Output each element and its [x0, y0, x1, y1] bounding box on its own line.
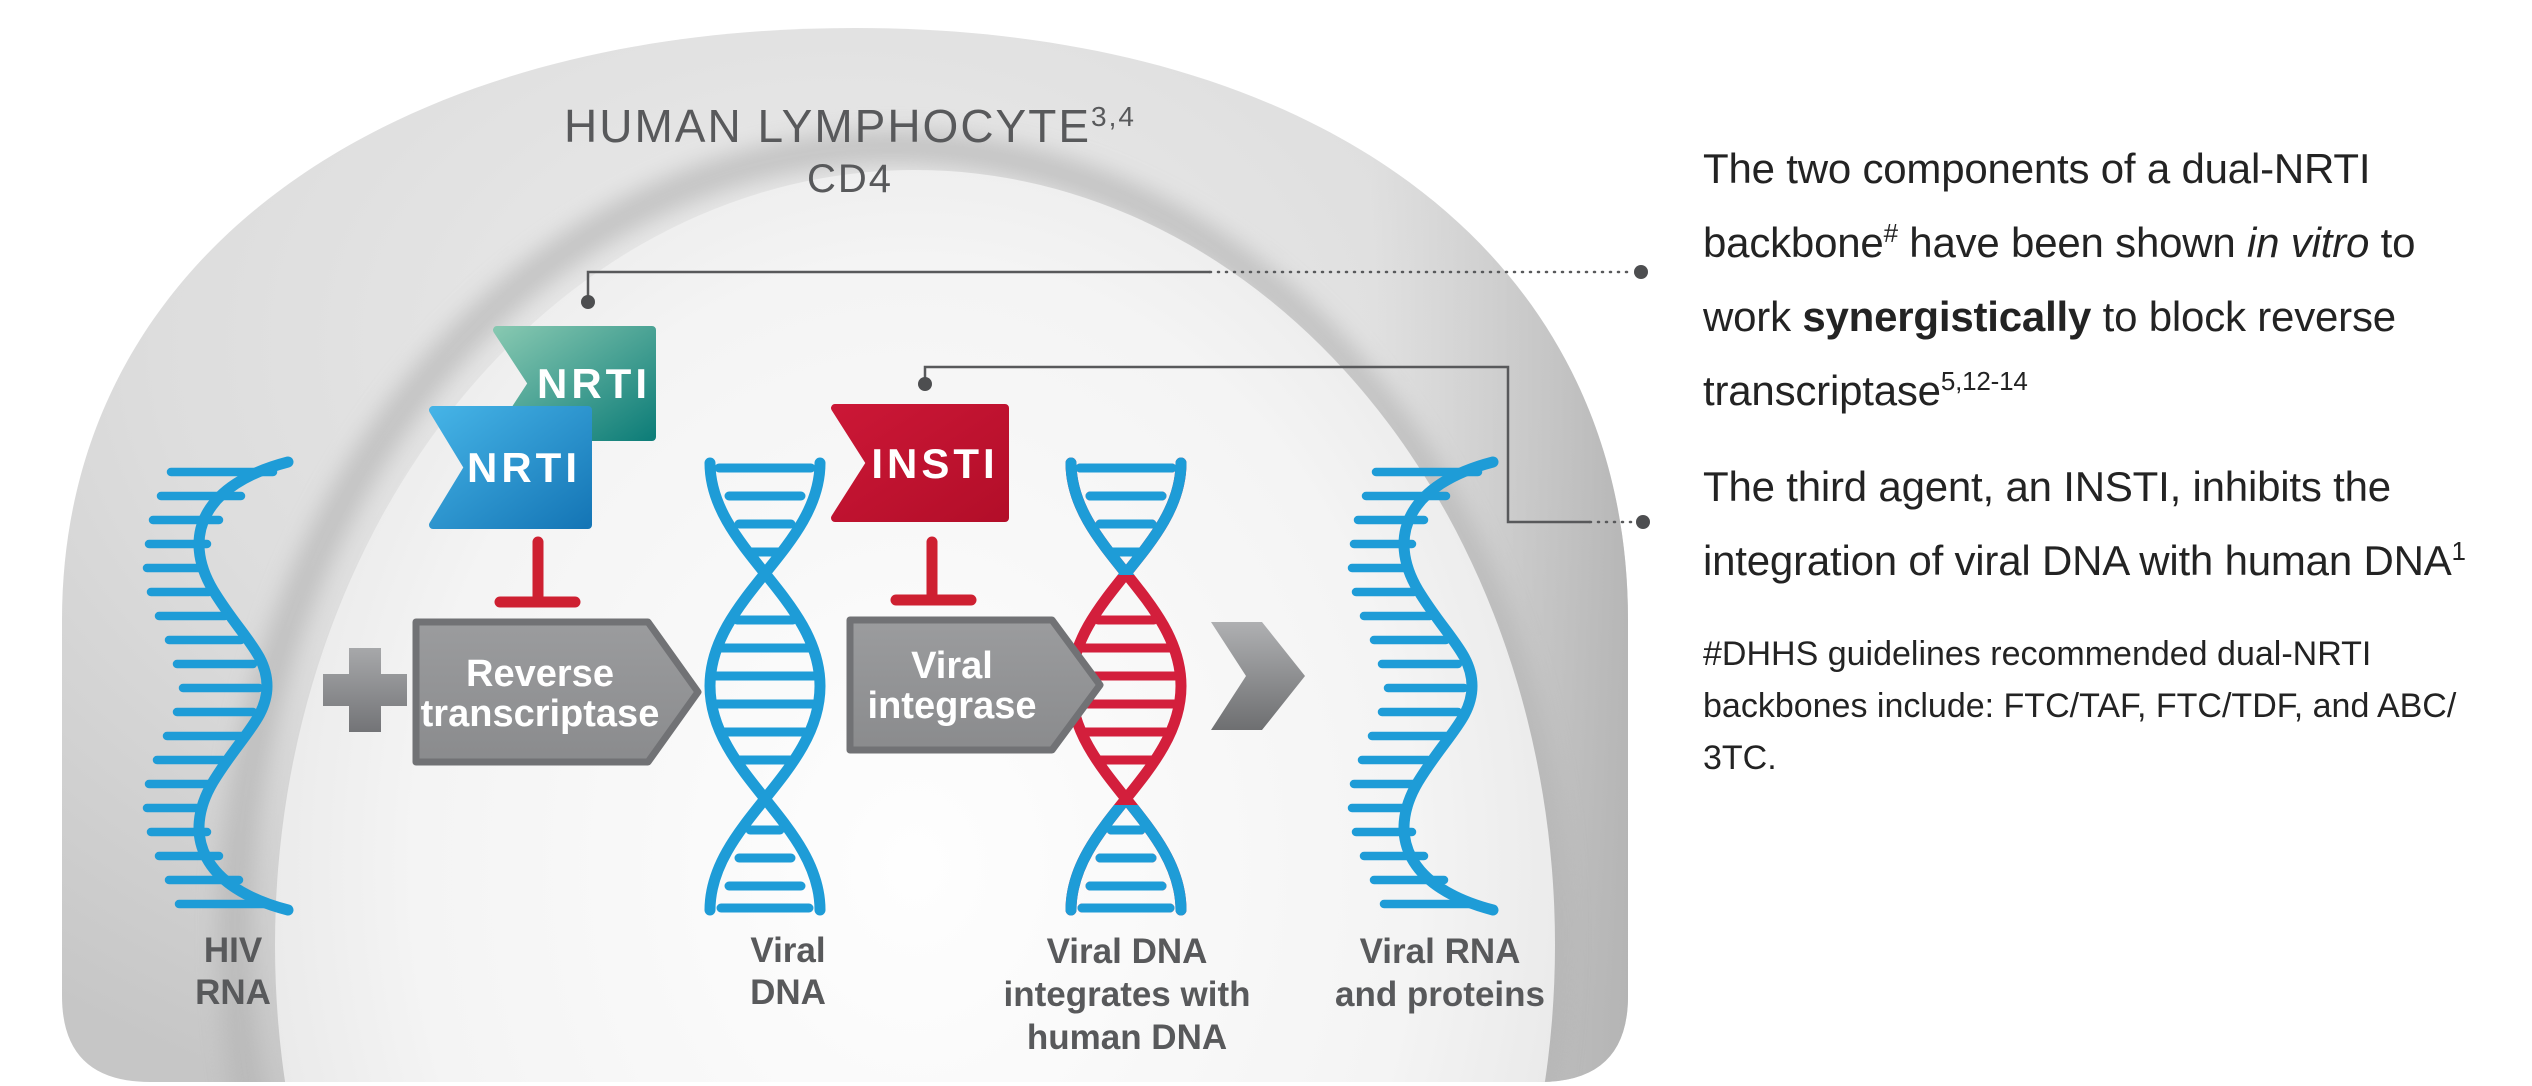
- viral-dna-label-line2: DNA: [750, 973, 826, 1012]
- para1-text-2: have been shown: [1897, 219, 2248, 266]
- cell-title-text: HUMAN LYMPHOCYTE: [564, 100, 1091, 152]
- connector-2-end-dot: [1636, 515, 1650, 529]
- inhibitor-tee-insti-icon: [890, 536, 977, 606]
- paragraph-dual-nrti: The two components of a dual-NRTI backbo…: [1703, 132, 2483, 428]
- para1-in-vitro: in vitro: [2247, 219, 2370, 266]
- connector-line-2: [918, 365, 1650, 529]
- inhibitor-tee-nrti-icon: [494, 536, 581, 608]
- integrated-dna-label-line3: human DNA: [1027, 1018, 1227, 1057]
- connector-line-1: [581, 265, 1648, 309]
- cell-title-superscript: 3,4: [1091, 101, 1136, 132]
- footnote-line3: 3TC.: [1703, 739, 1777, 777]
- footnote-line2: backbones include: FTC/TAF, FTC/TDF, and…: [1703, 687, 2457, 725]
- hiv-rna-label-line1: HIV: [204, 931, 263, 970]
- paragraph-insti: The third agent, an INSTI, inhibits the …: [1703, 450, 2483, 598]
- viral-integrase-label-line2: integrase: [868, 685, 1037, 727]
- inner-cell-region: [275, 170, 1555, 1082]
- reverse-transcriptase-label-line1: Reverse: [466, 653, 614, 695]
- reverse-transcriptase-arrow: Reverse transcriptase: [412, 618, 702, 766]
- reverse-transcriptase-label-line2: transcriptase: [421, 693, 660, 735]
- cell-subtitle: CD4: [807, 157, 893, 201]
- nrti-flag-bottom: NRTI: [429, 406, 592, 529]
- integrated-dna-label-line1: Viral DNA: [1047, 932, 1208, 971]
- footnote-dhhs: #DHHS guidelines recommended dual-NRTI ba…: [1703, 628, 2483, 784]
- plus-icon: [323, 648, 407, 732]
- para1-ref-superscript: 5,12-14: [1940, 366, 2028, 396]
- insti-flag-label: INSTI: [871, 440, 998, 487]
- connector-1-end-dot: [1634, 265, 1648, 279]
- viral-rna-proteins-label-line2: and proteins: [1335, 975, 1545, 1014]
- hiv-rna-label-line2: RNA: [195, 973, 271, 1012]
- para2-text: The third agent, an INSTI, inhibits the …: [1703, 463, 2452, 584]
- nrti-flag-top-label: NRTI: [537, 360, 651, 407]
- insti-flag: INSTI: [831, 404, 1009, 522]
- para1-text-3: to work: [1703, 219, 2416, 340]
- cell-title: HUMAN LYMPHOCYTE3,4: [564, 100, 1136, 152]
- viral-integrase-arrow: Viral integrase: [846, 616, 1104, 754]
- nrti-flag-bottom-label: NRTI: [467, 444, 581, 491]
- viral-integrase-label-line1: Viral: [911, 645, 993, 687]
- outer-cell-membrane: [62, 28, 1628, 1082]
- integrated-dna-label-line2: integrates with: [1004, 975, 1251, 1014]
- cell-diagram: HUMAN LYMPHOCYTE3,4 CD4: [62, 28, 1650, 1082]
- viral-rna-proteins-label-line1: Viral RNA: [1360, 932, 1521, 971]
- chevron-right-icon: [1211, 622, 1305, 730]
- para1-hash-superscript: #: [1883, 218, 1898, 248]
- para1-text-4: to block reverse transcriptase: [1703, 293, 2396, 414]
- footnote-line1: #DHHS guidelines recommended dual-NRTI: [1703, 635, 2372, 673]
- para1-text: The two components of a dual-NRTI backbo…: [1703, 145, 2371, 266]
- para1-synergistically: synergistically: [1802, 293, 2092, 340]
- connector-2-start-dot: [918, 377, 932, 391]
- viral-dna-label-line1: Viral: [750, 931, 825, 970]
- stage-labels: HIV RNA Viral DNA Viral DNA integrates w…: [195, 931, 1545, 1057]
- connector-1-start-dot: [581, 295, 595, 309]
- text-panel: The two components of a dual-NRTI backbo…: [1703, 132, 2483, 784]
- para2-ref-superscript: 1: [2451, 536, 2466, 566]
